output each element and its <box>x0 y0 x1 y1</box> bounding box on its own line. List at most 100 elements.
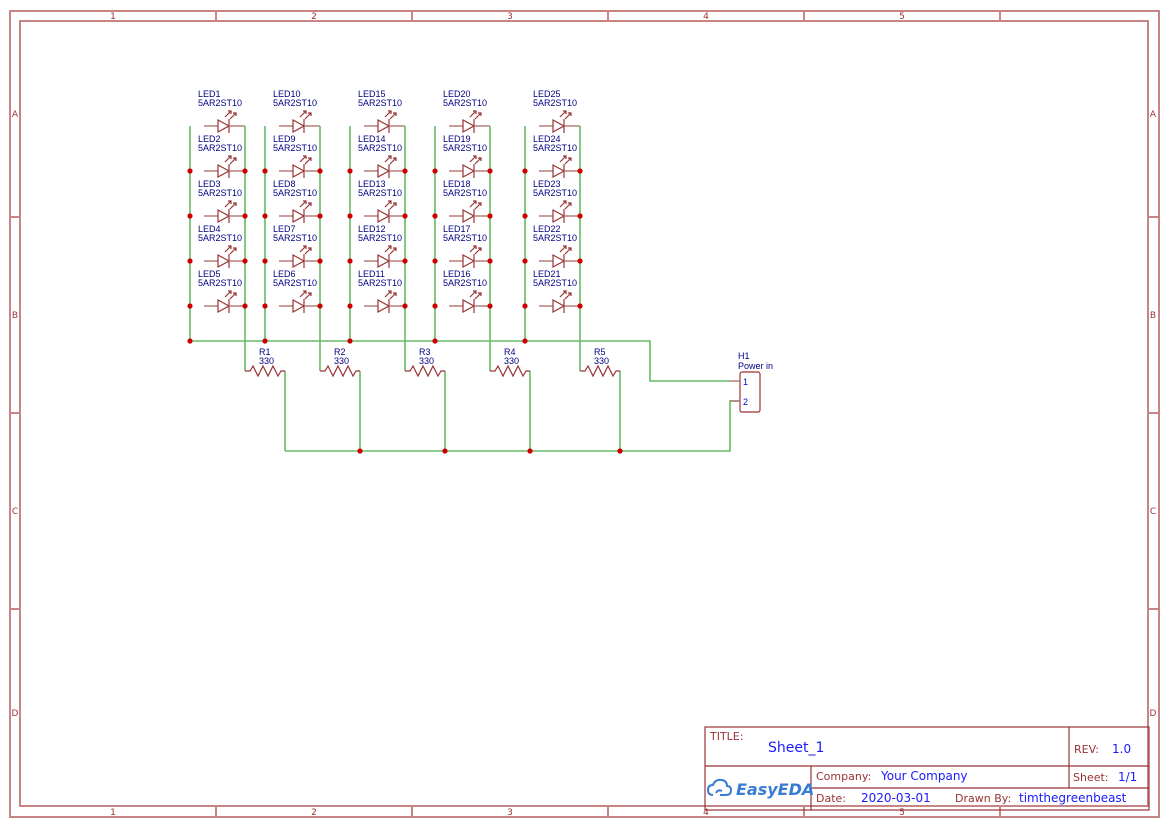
outer-frame <box>9 10 1160 818</box>
zone-row-label: D <box>12 709 19 719</box>
led-symbol <box>449 245 489 269</box>
led-triangle <box>462 208 476 224</box>
zone-row-label: C <box>12 507 18 517</box>
wires <box>189 125 740 452</box>
labels: LED15AR2ST10LED25AR2ST10LED35AR2ST10LED4… <box>198 89 773 407</box>
header-pin-number: 2 <box>743 397 748 407</box>
resistor-designator: R5 <box>594 347 606 357</box>
resistor-designator: R3 <box>419 347 431 357</box>
light-arrow-icon <box>384 245 392 253</box>
led-symbol <box>364 110 404 134</box>
led-value: 5AR2ST10 <box>533 98 577 108</box>
junction-dot <box>242 258 248 264</box>
junction-dot <box>432 338 438 344</box>
led-symbol <box>539 200 579 224</box>
junction-dot <box>487 303 493 309</box>
led-value: 5AR2ST10 <box>533 188 577 198</box>
resistor-symbol <box>245 364 285 378</box>
zone-row-label: C <box>1150 507 1156 517</box>
led-designator: LED23 <box>533 179 561 189</box>
light-arrow-icon <box>384 110 392 118</box>
led-designator: LED20 <box>443 89 471 99</box>
led-value: 5AR2ST10 <box>533 278 577 288</box>
company-label: Company: <box>816 770 871 783</box>
zone-column-label: 2 <box>311 808 317 818</box>
led-symbol <box>539 245 579 269</box>
led-designator: LED18 <box>443 179 471 189</box>
junction-dot <box>357 448 363 454</box>
drawn-by-label: Drawn By: <box>955 792 1011 805</box>
led-triangle <box>552 253 566 269</box>
led-triangle <box>552 298 566 314</box>
junction-dot <box>347 338 353 344</box>
drawn-by-value: timthegreenbeast <box>1019 791 1127 805</box>
led-value: 5AR2ST10 <box>358 143 402 153</box>
led-symbol <box>204 245 244 269</box>
led-designator: LED4 <box>198 224 221 234</box>
led-symbol <box>364 290 404 314</box>
light-arrow-icon <box>304 202 312 210</box>
led-value: 5AR2ST10 <box>358 278 402 288</box>
led-designator: LED17 <box>443 224 471 234</box>
light-arrow-icon <box>474 247 482 255</box>
junction-dot <box>442 448 448 454</box>
led-symbol <box>449 290 489 314</box>
junction-dot <box>432 213 438 219</box>
light-arrow-icon <box>299 200 307 208</box>
led-value: 5AR2ST10 <box>358 188 402 198</box>
junction-dot <box>522 258 528 264</box>
wire <box>190 340 730 382</box>
led-triangle <box>377 208 391 224</box>
led-designator: LED16 <box>443 269 471 279</box>
rev-label: REV: <box>1074 743 1099 756</box>
led-symbol <box>539 110 579 134</box>
rev-value: 1.0 <box>1112 742 1131 756</box>
resistor-symbol <box>580 364 620 378</box>
resistor-zigzag <box>245 364 285 378</box>
wire <box>285 400 740 452</box>
led-triangle <box>217 253 231 269</box>
led-triangle <box>377 298 391 314</box>
junction-dot <box>317 303 323 309</box>
led-symbol <box>449 155 489 179</box>
logo-text: EasyEDA <box>736 780 814 799</box>
light-arrow-icon <box>224 200 232 208</box>
light-arrow-icon <box>229 292 237 300</box>
junction-dot <box>402 258 408 264</box>
junction-dot <box>347 258 353 264</box>
light-arrow-icon <box>389 292 397 300</box>
light-arrow-icon <box>474 292 482 300</box>
led-symbol <box>204 155 244 179</box>
date-value: 2020-03-01 <box>861 791 931 805</box>
zone-column-label: 2 <box>311 12 317 22</box>
led-designator: LED25 <box>533 89 561 99</box>
junction-dot <box>242 213 248 219</box>
led-symbol <box>364 200 404 224</box>
light-arrow-icon <box>469 245 477 253</box>
led-value: 5AR2ST10 <box>443 98 487 108</box>
light-arrow-icon <box>384 155 392 163</box>
light-arrow-icon <box>564 247 572 255</box>
light-arrow-icon <box>299 245 307 253</box>
light-arrow-icon <box>389 157 397 165</box>
led-designator: LED9 <box>273 134 296 144</box>
junction-dot <box>577 303 583 309</box>
light-arrow-icon <box>389 247 397 255</box>
led-triangle <box>292 163 306 179</box>
light-arrow-icon <box>384 290 392 298</box>
light-arrow-icon <box>559 200 567 208</box>
zone-column-label: 4 <box>703 808 709 818</box>
junction-dot <box>262 303 268 309</box>
led-symbol <box>449 110 489 134</box>
led-triangle <box>552 163 566 179</box>
zone-column-label: 5 <box>899 808 905 818</box>
led-value: 5AR2ST10 <box>273 98 317 108</box>
zone-row-label: B <box>1150 311 1156 321</box>
sheet-title: Sheet_1 <box>768 740 824 756</box>
zone-row-label: A <box>12 110 19 120</box>
led-designator: LED10 <box>273 89 301 99</box>
junction-dot <box>522 168 528 174</box>
resistor-value: 330 <box>504 356 519 366</box>
resistor-value: 330 <box>259 356 274 366</box>
header-designator: H1 <box>738 351 750 361</box>
